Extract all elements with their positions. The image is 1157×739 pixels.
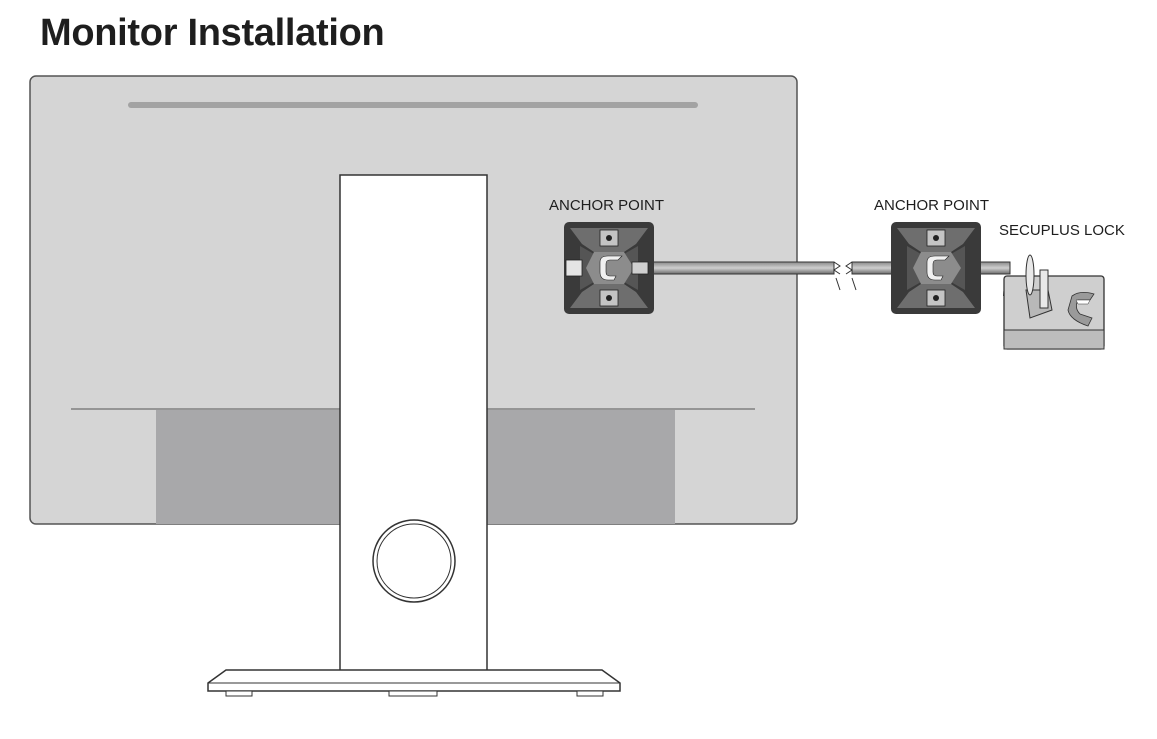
padlock-icon: [1003, 254, 1105, 350]
anchor-point-icon: [564, 222, 654, 314]
anchor-point-label-2: ANCHOR POINT: [874, 197, 990, 214]
stand-base: [207, 669, 621, 692]
anchor-point-icon: [891, 222, 981, 314]
lock-label: SECUPLUS LOCK: [999, 222, 1125, 239]
cable-hole: [372, 519, 456, 603]
anchor-point-label-1: ANCHOR POINT: [549, 197, 665, 214]
page-title: Monitor Installation: [40, 12, 385, 54]
monitor-stand: [207, 174, 621, 697]
vent-slot: [128, 102, 698, 108]
security-cable-icon: [647, 261, 1011, 291]
